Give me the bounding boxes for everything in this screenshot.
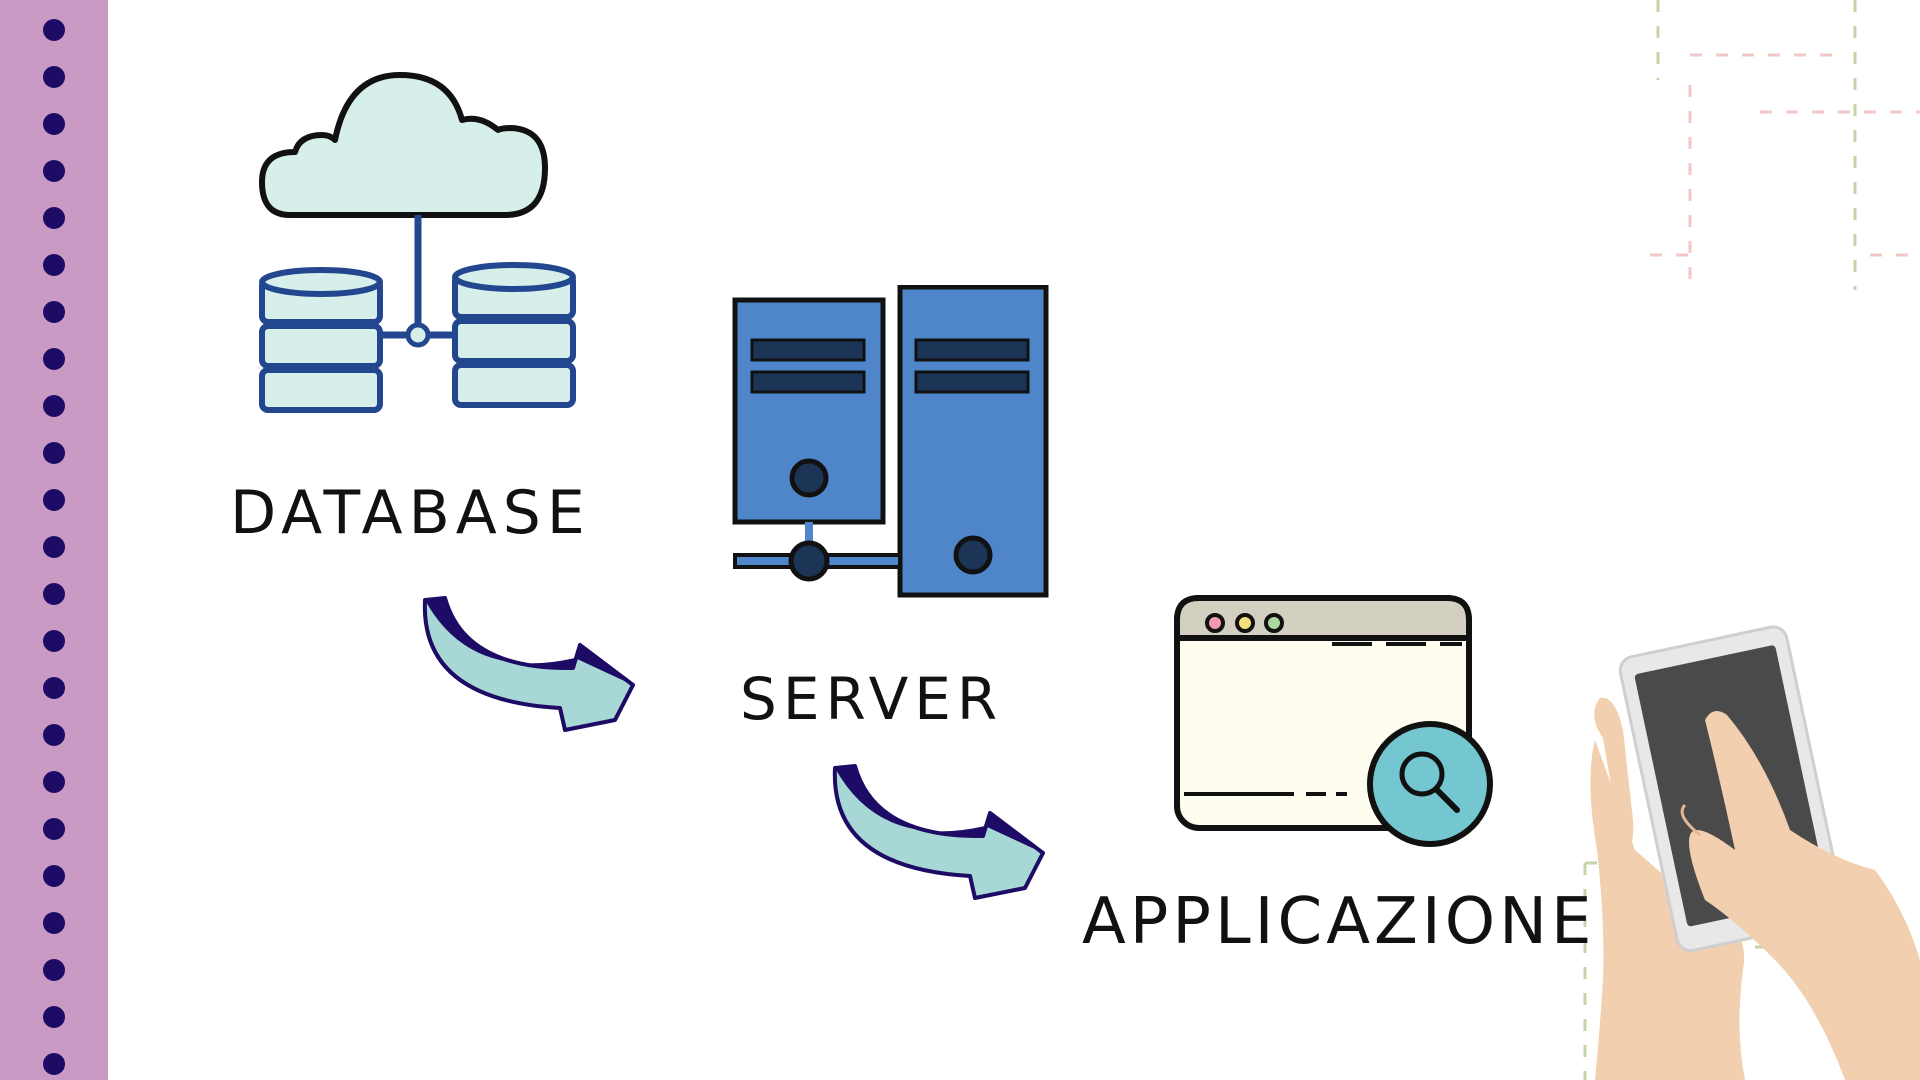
sidebar-dot <box>43 489 65 511</box>
sidebar-dot <box>43 301 65 323</box>
smartphone-hand-icon <box>1590 625 1920 1080</box>
server-icon <box>732 285 1049 598</box>
sidebar-dot <box>43 207 65 229</box>
application-label: APPLICAZIONE <box>1082 885 1596 959</box>
sidebar-dot <box>43 771 65 793</box>
sidebar-dot <box>43 19 65 41</box>
sidebar-dot <box>43 583 65 605</box>
curved-arrow-icon-2 <box>832 764 1045 900</box>
database-label: DATABASE <box>230 478 591 548</box>
server-label: SERVER <box>740 665 1004 733</box>
sidebar-strip <box>0 0 108 1080</box>
sidebar-dot <box>43 1006 65 1028</box>
sidebar-dot <box>43 442 65 464</box>
sidebar-dot <box>43 630 65 652</box>
sidebar-dot <box>43 66 65 88</box>
sidebar-dot <box>43 348 65 370</box>
magnifier-icon <box>1367 721 1493 847</box>
browser-window-icon <box>1174 595 1493 847</box>
sidebar-dot <box>43 724 65 746</box>
sidebar-dot <box>43 677 65 699</box>
dashed-decoration-top <box>1650 0 1920 290</box>
sidebar-dot <box>43 113 65 135</box>
sidebar-dot <box>43 865 65 887</box>
sidebar-dot <box>43 912 65 934</box>
sidebar-dot <box>43 536 65 558</box>
sidebar-dot <box>43 395 65 417</box>
sidebar-dot <box>43 1053 65 1075</box>
curved-arrow-icon <box>422 596 635 732</box>
sidebar-dot <box>43 818 65 840</box>
sidebar-dots <box>43 19 65 1075</box>
sidebar-dot <box>43 254 65 276</box>
cloud-database-icon <box>259 72 576 413</box>
sidebar-dot <box>43 959 65 981</box>
sidebar-dot <box>43 160 65 182</box>
